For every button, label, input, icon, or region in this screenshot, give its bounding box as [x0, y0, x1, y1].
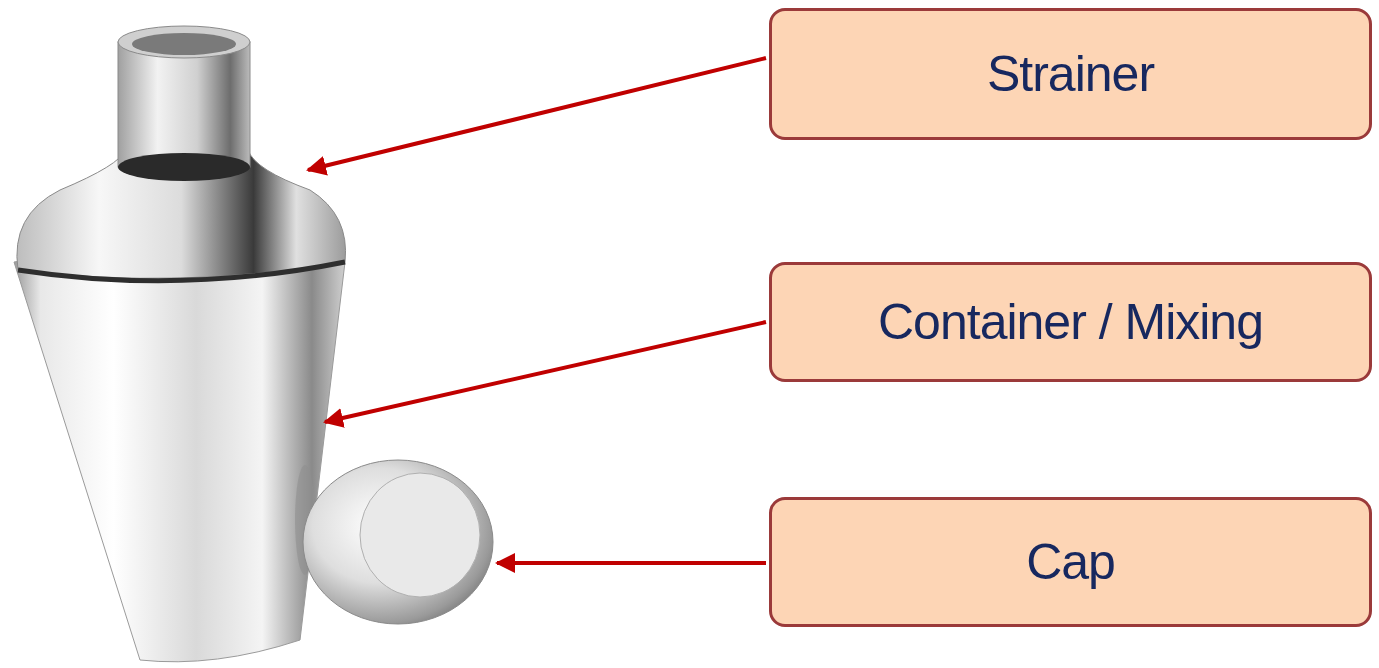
leader-arrow — [308, 58, 766, 170]
neck-top — [118, 26, 250, 58]
strainer-neck — [118, 42, 250, 167]
leader-arrow — [497, 561, 766, 565]
shaker-cap — [303, 460, 493, 624]
part-name: Strainer — [987, 47, 1154, 102]
part-name: Container / Mixing — [878, 295, 1263, 350]
part-name: Cap — [1026, 535, 1115, 590]
cap-face — [360, 473, 480, 597]
callout-box: Container / Mixing — [769, 262, 1372, 382]
shaker-body — [14, 249, 345, 662]
neck-base — [118, 153, 250, 181]
leader-arrow — [325, 322, 766, 422]
callout-box: Cap — [769, 497, 1372, 627]
shaker-lid — [17, 150, 346, 278]
callout-box: Strainer — [769, 8, 1372, 140]
lid-rim — [18, 262, 345, 281]
neck-opening — [132, 33, 236, 55]
